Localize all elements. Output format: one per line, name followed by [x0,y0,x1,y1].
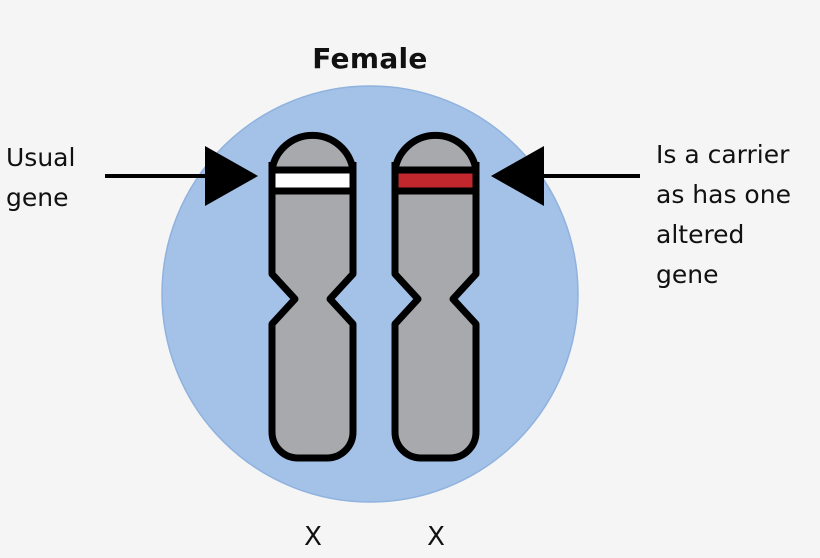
callout-left-arrow-head [205,146,258,206]
chromosome-right-body [391,131,480,462]
page-title: Female [312,42,427,75]
callout-right-arrow-head [491,146,544,206]
cell-circle [161,85,579,503]
chromosome-left [268,131,357,462]
callout-right-label: Is a carrier as has one altered gene [656,140,791,289]
chromosome-right [391,131,480,462]
karyotype-label-right: X [427,522,445,552]
callout-right-arrow [491,146,640,206]
karyotype-label-left: X [304,522,322,552]
callout-left-line-2: gene [6,183,68,212]
usual-gene-band [272,170,353,191]
callout-left-line-1: Usual [6,143,75,172]
chromosome-left-body [268,131,357,462]
callout-right-line-1: Is a carrier [656,140,790,169]
callout-left-label: Usual gene [6,143,75,212]
callout-right-line-3: altered [656,220,744,249]
callout-right-line-4: gene [656,260,718,289]
altered-gene-band [395,170,476,191]
callout-left-arrow [105,146,258,206]
callout-right-line-2: as has one [656,180,791,209]
